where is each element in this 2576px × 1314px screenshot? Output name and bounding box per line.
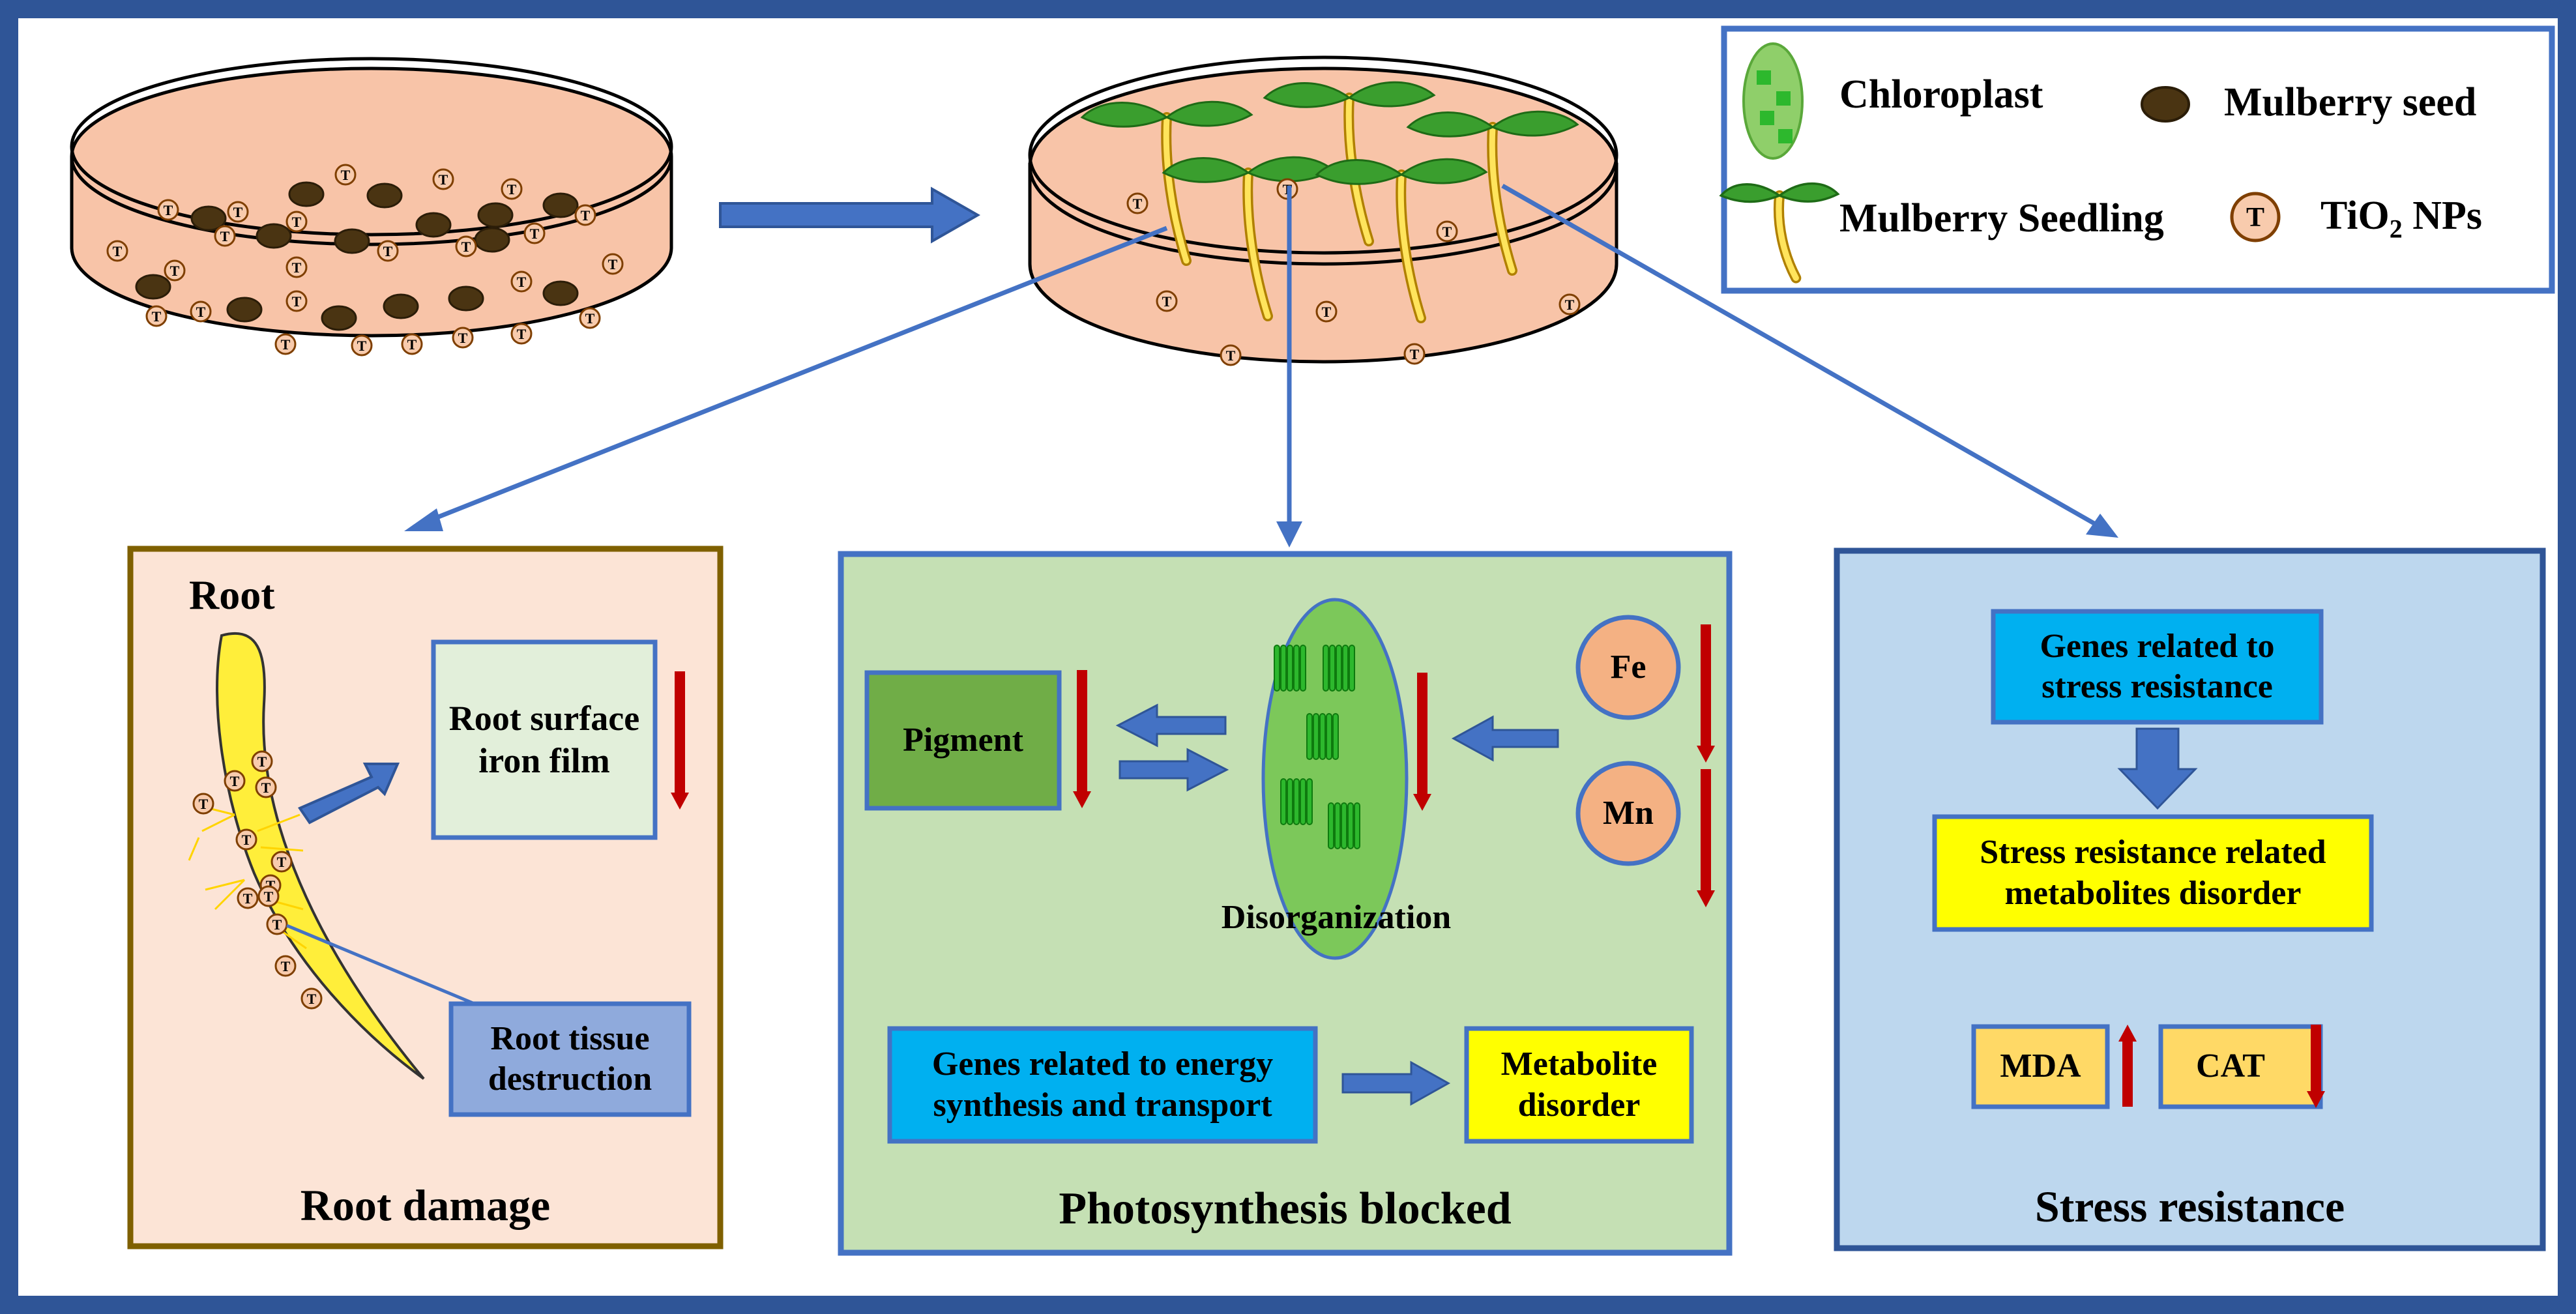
mn-text: Mn: [1603, 794, 1654, 832]
root-damage-title: Root damage: [300, 1180, 551, 1230]
fe-text: Fe: [1610, 648, 1647, 686]
genes-to-metabolite-arrow: [1341, 1060, 1451, 1106]
cat-down-arrow: [2307, 1025, 2325, 1108]
legend-chloroplast-label: Chloroplast: [1839, 72, 2043, 117]
pigment-text: Pigment: [903, 721, 1023, 759]
growth-arrow: [719, 186, 981, 244]
mda-up-arrow: [2118, 1025, 2137, 1107]
cat-text: CAT: [2196, 1047, 2265, 1085]
seed-legend-icon: [2141, 86, 2190, 123]
legend-seed-label: Mulberry seed: [2224, 80, 2477, 124]
genes-to-metabolites-arrow: [2117, 727, 2198, 810]
disorganization-label: Disorganization: [1221, 899, 1452, 936]
fe-circle: [1575, 615, 1681, 720]
mda-box: [1971, 1024, 2110, 1109]
metabolite-disorder-text: Metabolite disorder: [1500, 1045, 1658, 1124]
chloroplast-to-pigment-arrow: [1115, 703, 1227, 748]
tissue-callout-line: [286, 924, 483, 1009]
pigment-to-chloroplast-arrow: [1119, 748, 1229, 792]
stress-resistance-title: Stress resistance: [2034, 1182, 2345, 1231]
legend-tio2-label: TiO2 NPs: [2320, 194, 2482, 244]
metabolite-disorder-box: [1464, 1026, 1694, 1144]
disorganized-chloroplast: [1261, 598, 1409, 960]
stress-metabolites-text: Stress resistance related metabolites di…: [1980, 834, 2326, 912]
petri-dish-seeds: [70, 57, 673, 357]
mda-text: MDA: [2000, 1047, 2081, 1085]
petri-dish-seedlings: [1028, 55, 1618, 366]
minerals-to-chloroplast-arrow: [1451, 715, 1559, 762]
pigment-box: [864, 670, 1062, 811]
seedling-legend-icon: [1719, 182, 1840, 284]
nanoparticle-legend-icon: [2232, 194, 2279, 241]
stress-metabolites-box: [1932, 814, 2374, 932]
root-illustration: [188, 632, 425, 1080]
legend-seedling-label: Mulberry Seedling: [1839, 196, 2164, 241]
mn-circle: [1575, 761, 1681, 866]
energy-genes-text: Genes related to energy synthesis and tr…: [931, 1045, 1274, 1124]
stress-genes-box: [1991, 609, 2324, 725]
stress-genes-text: Genes related to stress resistance: [2040, 627, 2275, 705]
chloroplast-legend-icon: [1742, 42, 1804, 160]
photosynthesis-title: Photosynthesis blocked: [1059, 1184, 1512, 1234]
energy-genes-box: [887, 1026, 1318, 1144]
tissue-destruction-text: Root tissue destruction: [488, 1019, 652, 1098]
tissue-destruction-box: [448, 1001, 692, 1117]
root-to-film-arrow: [297, 763, 400, 825]
connector-arrows: [404, 183, 2118, 548]
iron-film-text: Root surface iron film: [448, 699, 640, 780]
root-heading: Root: [189, 572, 275, 618]
legend-box: [1719, 25, 2555, 294]
iron-film-box: [431, 639, 658, 840]
